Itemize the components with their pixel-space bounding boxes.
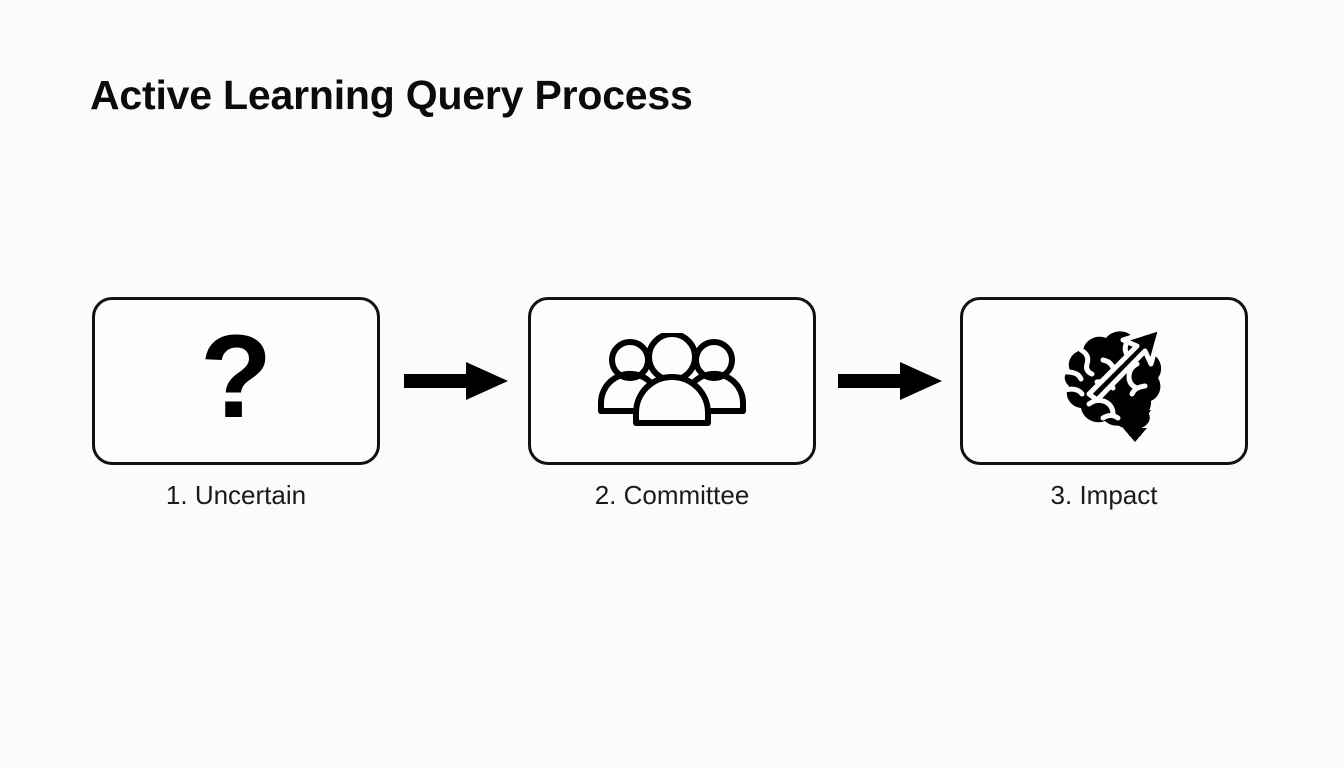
step-box-impact[interactable] (960, 297, 1248, 465)
process-flow-diagram: ? 1. Uncertain (92, 297, 1248, 517)
page-title: Active Learning Query Process (90, 72, 693, 118)
flow-step-uncertain[interactable]: ? 1. Uncertain (92, 297, 380, 511)
step-box-committee[interactable] (528, 297, 816, 465)
flow-step-impact[interactable]: 3. Impact (960, 297, 1248, 511)
brain-growth-arrow-icon (1041, 320, 1167, 442)
people-group-icon (598, 333, 746, 429)
step-label-committee: 2. Committee (594, 480, 750, 510)
step-label-uncertain: 1. Uncertain (165, 480, 307, 510)
question-mark-icon: ? (199, 311, 273, 443)
arrow-right-icon (838, 359, 942, 403)
flow-step-committee[interactable]: 2. Committee (528, 297, 816, 511)
arrow-right-icon (404, 359, 508, 403)
step-label-impact: 3. Impact (1050, 480, 1158, 510)
step-box-uncertain[interactable]: ? (92, 297, 380, 465)
